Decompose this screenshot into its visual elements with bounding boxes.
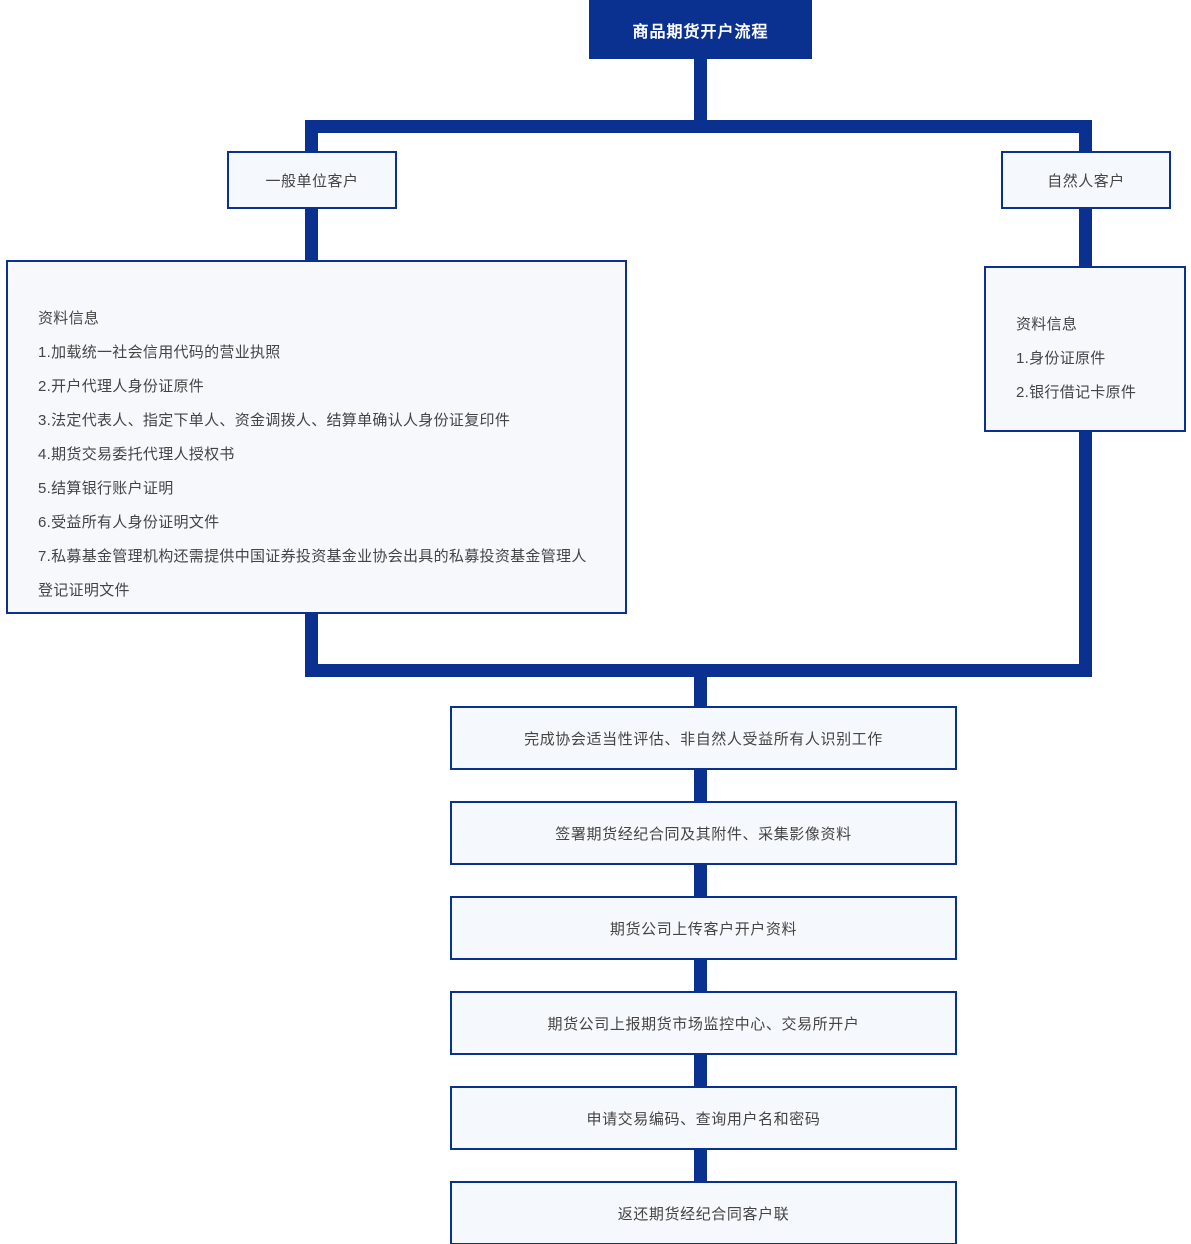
document-item: 1.加载统一社会信用代码的营业执照 [38, 344, 281, 361]
step-box-6[interactable]: 返还期货经纪合同客户联 [450, 1181, 957, 1244]
connector-individual-to-docs [1079, 209, 1092, 266]
connector-individual-docs-to-bus [1079, 432, 1092, 677]
step-label: 申请交易编码、查询用户名和密码 [586, 1110, 821, 1128]
connector-drop-left-branch [305, 120, 318, 153]
document-box-individual: 资料信息 1.身份证原件 2.银行借记卡原件 [984, 266, 1186, 432]
connector-step-1-to-2 [694, 769, 707, 802]
branch-label-individual-client: 自然人客户 [1047, 172, 1125, 190]
step-box-5[interactable]: 申请交易编码、查询用户名和密码 [450, 1086, 957, 1150]
step-box-3[interactable]: 期货公司上传客户开户资料 [450, 896, 957, 960]
branch-box-corporate-client[interactable]: 一般单位客户 [227, 151, 397, 209]
step-label: 期货公司上报期货市场监控中心、交易所开户 [547, 1015, 860, 1033]
document-item: 3.法定代表人、指定下单人、资金调拨人、结算单确认人身份证复印件 [38, 412, 511, 429]
document-item: 2.银行借记卡原件 [1016, 384, 1137, 401]
step-label: 期货公司上传客户开户资料 [609, 920, 798, 938]
connector-step-3-to-4 [694, 959, 707, 992]
connector-top-bus [305, 120, 1092, 133]
connector-bus-to-step-1 [694, 664, 707, 712]
connector-step-5-to-6 [694, 1149, 707, 1182]
connector-corporate-docs-to-bus [305, 614, 318, 677]
document-item: 4.期货交易委托代理人授权书 [38, 446, 235, 463]
step-box-2[interactable]: 签署期货经纪合同及其附件、采集影像资料 [450, 801, 957, 865]
branch-label-corporate-client: 一般单位客户 [265, 172, 359, 190]
document-box-corporate: 资料信息 1.加载统一社会信用代码的营业执照 2.开户代理人身份证原件 3.法定… [6, 260, 627, 614]
document-item: 1.身份证原件 [1016, 350, 1106, 367]
document-item: 6.受益所有人身份证明文件 [38, 514, 220, 531]
connector-corporate-to-docs [305, 209, 318, 266]
branch-box-individual-client[interactable]: 自然人客户 [1001, 151, 1171, 209]
connector-step-2-to-3 [694, 864, 707, 897]
connector-step-4-to-5 [694, 1054, 707, 1087]
connector-drop-right-branch [1079, 120, 1092, 153]
step-box-4[interactable]: 期货公司上报期货市场监控中心、交易所开户 [450, 991, 957, 1055]
document-heading-corporate: 资料信息 [38, 310, 100, 327]
flowchart-title: 商品期货开户流程 [589, 0, 812, 59]
document-item: 7.私募基金管理机构还需提供中国证券投资基金业协会出具的私募投资基金管理人登记证… [38, 548, 587, 599]
document-heading-individual: 资料信息 [1016, 316, 1078, 333]
step-label: 返还期货经纪合同客户联 [617, 1205, 790, 1223]
step-label: 完成协会适当性评估、非自然人受益所有人识别工作 [524, 730, 883, 748]
document-item: 5.结算银行账户证明 [38, 480, 174, 497]
step-box-1[interactable]: 完成协会适当性评估、非自然人受益所有人识别工作 [450, 706, 957, 770]
connector-title-stem [694, 59, 707, 121]
document-item: 2.开户代理人身份证原件 [38, 378, 205, 395]
step-label: 签署期货经纪合同及其附件、采集影像资料 [555, 825, 852, 843]
